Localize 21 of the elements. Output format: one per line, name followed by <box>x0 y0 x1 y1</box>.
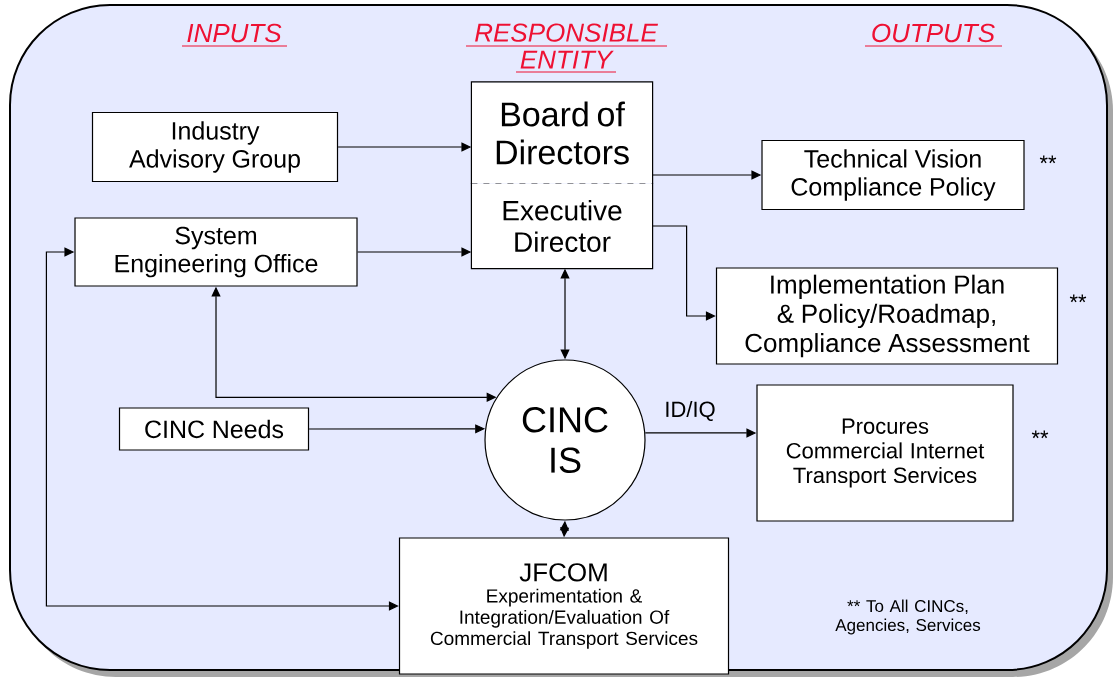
node-label: Board of Directors <box>496 101 629 165</box>
edge-label: ID/IQ <box>662 398 718 424</box>
node-label: Executive Director <box>503 200 622 252</box>
footnote-mark: ** <box>1069 294 1087 303</box>
column-heading: OUTPUTS <box>864 23 1003 47</box>
arrow <box>45 247 399 611</box>
arrow <box>652 225 716 321</box>
footnote: ** To All CINCs, Agencies, Services <box>835 599 981 635</box>
process-box: Board of Directors <box>470 81 654 185</box>
process-box: CINC Needs <box>118 407 310 451</box>
footnote-mark: ** <box>1039 155 1057 164</box>
footnote-mark: ** <box>1031 430 1049 439</box>
process-box: Technical Vision Compliance Policy <box>761 139 1025 211</box>
column-heading: INPUTS <box>181 23 288 47</box>
column-heading: RESPONSIBLE ENTITY <box>465 23 668 73</box>
process-box: Procures Commercial Internet Transport Services <box>756 384 1014 522</box>
process-box: System Engineering Office <box>74 217 358 287</box>
process-box: JFCOM Experimentation & Integration/Evaluation Of Commercial Transport Services <box>398 537 730 675</box>
process-box: Industry Advisory Group <box>91 111 339 183</box>
process-box: Executive Director <box>470 182 654 270</box>
process-box: Implementation Plan & Policy/Roadmap, Compliance Assessment <box>715 267 1059 365</box>
